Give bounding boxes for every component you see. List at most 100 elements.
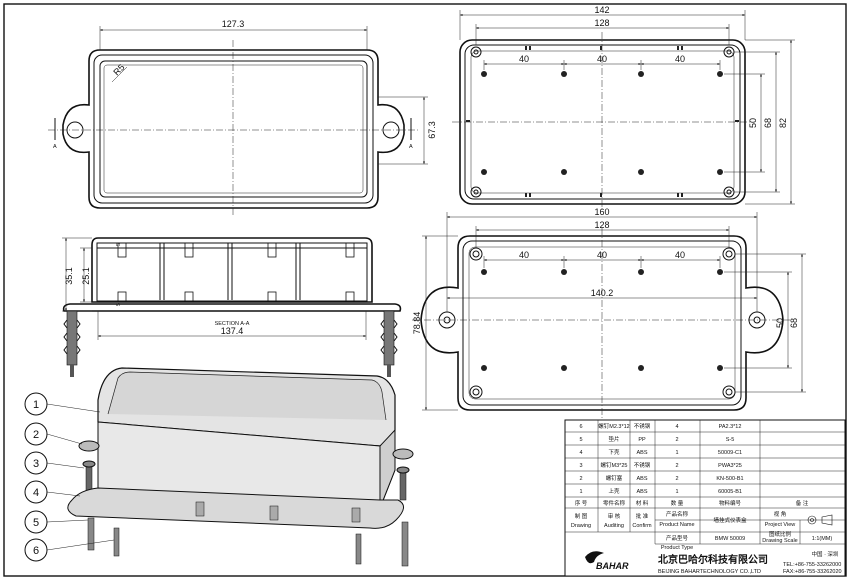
svg-text:1: 1 bbox=[675, 450, 678, 456]
contact-title: 中国 · 深圳 bbox=[812, 550, 839, 558]
svg-text:Auditing: Auditing bbox=[604, 523, 624, 529]
svg-text:不锈钢: 不锈钢 bbox=[634, 461, 651, 469]
bv-spacing-1: 40 bbox=[519, 250, 529, 260]
bom-table: 6 螺钉M2.3*12 不锈钢 4 PA2.3*12 5 垫片 PP 2 S-5… bbox=[564, 419, 846, 577]
radius-label: R5 bbox=[111, 62, 126, 77]
section-top-offset: 5 bbox=[116, 243, 122, 246]
wall-anchor-left bbox=[63, 310, 81, 377]
top-width-dim: 127.3 bbox=[222, 19, 245, 29]
bom-row: 6 螺钉M2.3*12 不锈钢 4 PA2.3*12 bbox=[579, 422, 741, 430]
svg-text:60005-B1: 60005-B1 bbox=[718, 489, 742, 495]
svg-text:Drawing: Drawing bbox=[571, 523, 591, 529]
rt-hole-height: 50 bbox=[748, 118, 758, 128]
bv-outer-width: 160 bbox=[594, 207, 609, 217]
company-name-cn: 北京巴哈尔科技有限公司 bbox=[658, 553, 768, 566]
svg-text:KN-500-B1: KN-500-B1 bbox=[716, 476, 743, 482]
svg-text:数 量: 数 量 bbox=[671, 499, 684, 507]
svg-text:2: 2 bbox=[579, 476, 582, 482]
top-height-dim: 67.3 bbox=[427, 121, 437, 139]
svg-text:Project View: Project View bbox=[765, 522, 795, 528]
svg-text:制 图: 制 图 bbox=[575, 512, 588, 520]
svg-text:Product Type: Product Type bbox=[661, 545, 693, 551]
balloon-3: 3 bbox=[33, 458, 39, 470]
svg-text:视 角: 视 角 bbox=[774, 510, 787, 518]
balloon-2: 2 bbox=[33, 429, 39, 441]
wall-anchor-right bbox=[380, 310, 398, 377]
section-height-wall: 25.1 bbox=[81, 267, 91, 285]
contact-fax: FAX:+86-755-33262020 bbox=[783, 569, 842, 575]
svg-text:图纸比例: 图纸比例 bbox=[769, 530, 792, 538]
part-balloons: 1 2 3 4 5 6 bbox=[24, 392, 115, 562]
svg-text:零件名称: 零件名称 bbox=[603, 499, 626, 507]
boss-holes bbox=[470, 46, 735, 198]
svg-text:Drawing Scale: Drawing Scale bbox=[762, 538, 797, 544]
svg-text:2: 2 bbox=[675, 463, 678, 469]
rt-spacing-1: 40 bbox=[519, 54, 529, 64]
svg-text:批 准: 批 准 bbox=[636, 512, 649, 520]
section-view: 35.1 25.1 5 5 SECTION A-A 137.4 bbox=[62, 237, 402, 377]
pcb-mount-points bbox=[481, 71, 723, 175]
svg-text:下壳: 下壳 bbox=[608, 448, 620, 456]
balloon-4: 4 bbox=[33, 487, 39, 499]
top-view: R5 127.3 67.3 A A bbox=[48, 19, 437, 215]
bottom-pcb-points bbox=[481, 269, 723, 371]
svg-text:垫片: 垫片 bbox=[608, 435, 619, 443]
bom-row: 1 上壳 ABS 1 60005-B1 bbox=[579, 487, 741, 495]
svg-text:1: 1 bbox=[579, 489, 582, 495]
svg-text:备 注: 备 注 bbox=[796, 499, 809, 507]
svg-text:4: 4 bbox=[675, 424, 678, 430]
balloon-5: 5 bbox=[33, 517, 39, 529]
svg-text:螺钉M2.3*12: 螺钉M2.3*12 bbox=[598, 422, 630, 430]
bottom-view: 160 128 40 40 40 140.2 78.84 50 68 bbox=[412, 207, 806, 418]
section-bottom-offset: 5 bbox=[116, 303, 122, 306]
projection-symbol-icon bbox=[807, 514, 833, 526]
svg-text:1: 1 bbox=[675, 489, 678, 495]
bv-spacing-3: 40 bbox=[675, 250, 685, 260]
svg-text:ABS: ABS bbox=[636, 489, 647, 495]
svg-text:不锈钢: 不锈钢 bbox=[634, 422, 651, 430]
svg-text:序 号: 序 号 bbox=[575, 499, 588, 507]
section-base-width: 137.4 bbox=[221, 326, 244, 336]
svg-text:产品名称: 产品名称 bbox=[666, 510, 689, 518]
balloon-6: 6 bbox=[33, 545, 39, 557]
rt-outer-width: 142 bbox=[594, 5, 609, 15]
right-top-view: 142 128 40 40 40 50 68 82 bbox=[452, 5, 795, 212]
svg-text:PA2.3*12: PA2.3*12 bbox=[719, 424, 742, 430]
bom-header: 序 号 零件名称 材 料 数 量 物料编号 备 注 bbox=[575, 499, 809, 507]
bv-inner-width: 128 bbox=[594, 220, 609, 230]
section-label: SECTION A-A bbox=[215, 321, 250, 327]
bv-spacing-2: 40 bbox=[597, 250, 607, 260]
svg-text:墙挂式仪表盒: 墙挂式仪表盒 bbox=[713, 516, 747, 524]
svg-text:S-5: S-5 bbox=[726, 437, 735, 443]
bv-hole-height: 50 bbox=[775, 318, 785, 328]
section-height-total: 35.1 bbox=[64, 267, 74, 285]
bv-overall-height: 78.84 bbox=[412, 312, 422, 335]
exploded-iso-view: 1 2 3 4 5 6 bbox=[24, 367, 414, 567]
svg-text:3: 3 bbox=[579, 463, 582, 469]
bom-row: 2 螺钉塞 ABS 2 KN-500-B1 bbox=[579, 474, 743, 482]
bom-row: 3 螺钉M3*25 不锈钢 2 PWA3*25 bbox=[579, 461, 741, 469]
bom-row: 5 垫片 PP 2 S-5 bbox=[579, 435, 734, 443]
svg-text:Product Name: Product Name bbox=[659, 522, 694, 528]
svg-text:6: 6 bbox=[579, 424, 582, 430]
bottom-boss-holes bbox=[469, 247, 736, 399]
svg-text:螺钉塞: 螺钉塞 bbox=[606, 474, 623, 482]
svg-text:BMW 50009: BMW 50009 bbox=[715, 536, 745, 542]
title-block: 制 图 Drawing 审 核 Auditing 批 准 Confirm 产品名… bbox=[571, 510, 842, 575]
svg-text:PWA3*25: PWA3*25 bbox=[718, 463, 742, 469]
svg-text:50009-C1: 50009-C1 bbox=[718, 450, 742, 456]
company-logo: BAHAR bbox=[585, 551, 629, 571]
bv-inner-height: 68 bbox=[789, 318, 799, 328]
svg-text:2: 2 bbox=[675, 476, 678, 482]
rt-spacing-3: 40 bbox=[675, 54, 685, 64]
section-mark-left: A bbox=[53, 144, 57, 150]
svg-text:产品型号: 产品型号 bbox=[666, 534, 689, 542]
svg-text:ABS: ABS bbox=[636, 476, 647, 482]
svg-text:ABS: ABS bbox=[636, 450, 647, 456]
svg-text:审 核: 审 核 bbox=[608, 512, 621, 520]
svg-text:材 料: 材 料 bbox=[636, 499, 649, 507]
rt-inner-width: 128 bbox=[594, 18, 609, 28]
svg-text:1:1(MM): 1:1(MM) bbox=[812, 536, 833, 542]
rt-outer-height: 82 bbox=[778, 118, 788, 128]
